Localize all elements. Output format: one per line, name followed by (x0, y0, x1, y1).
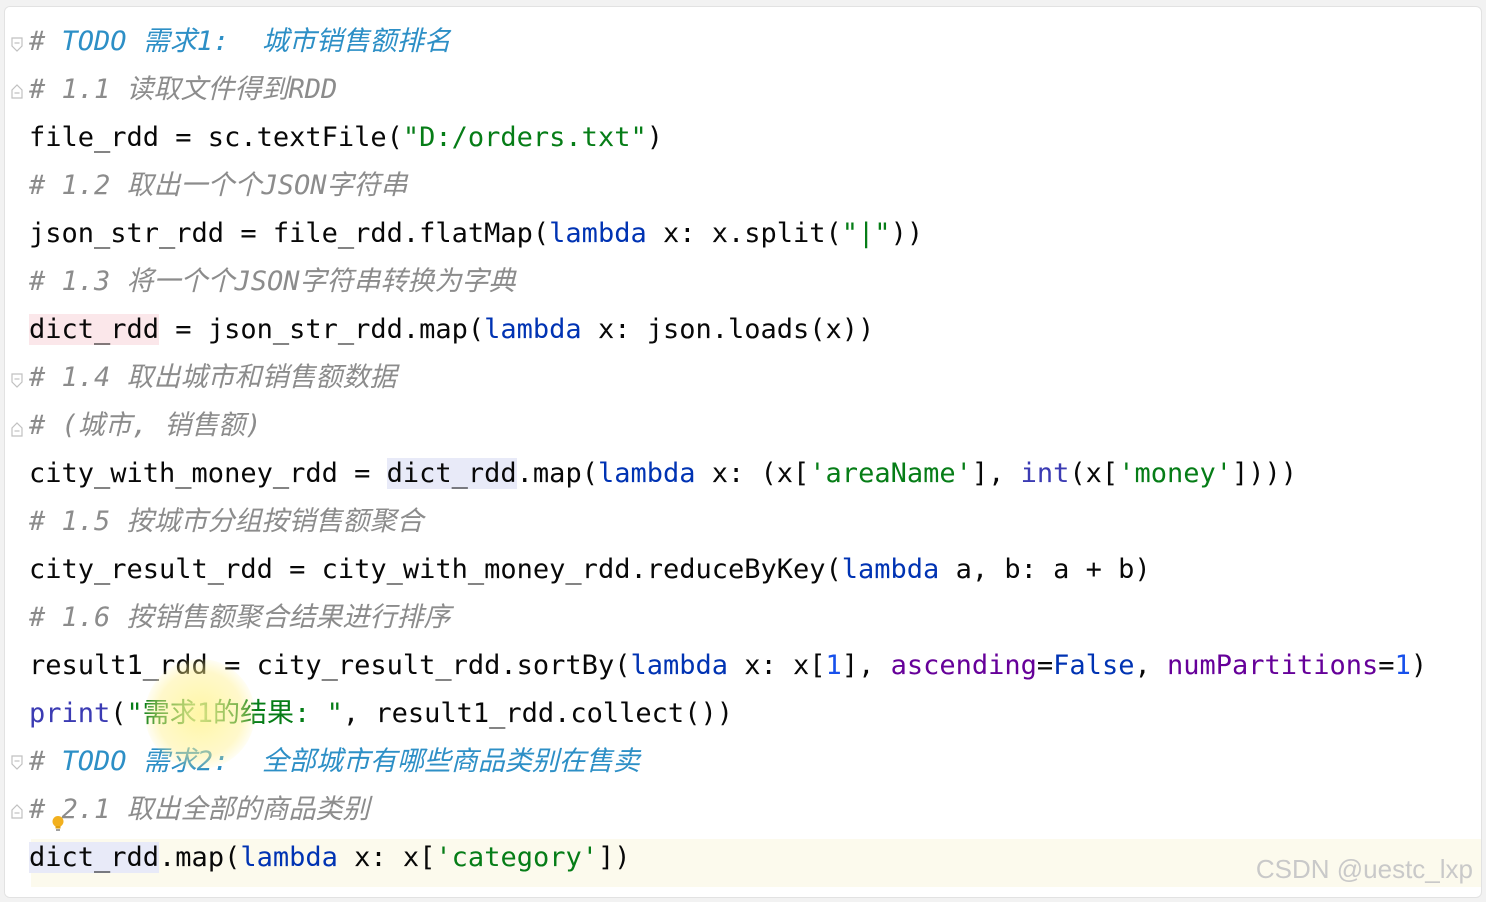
code-token: .map( (159, 842, 241, 873)
code-token: ascending (890, 650, 1037, 681)
code-token: ]))) (1232, 458, 1298, 489)
code-comment-line[interactable]: # 1.3 将一个个JSON字符串转换为字典 (29, 261, 516, 303)
code-token: x: x[ (728, 650, 826, 681)
code-comment-line[interactable]: # 1.2 取出一个个JSON字符串 (29, 165, 408, 207)
code-line[interactable]: json_str_rdd = file_rdd.flatMap(lambda x… (29, 213, 923, 255)
code-token: x: json.loads(x)) (581, 314, 875, 345)
code-comment-line[interactable]: # 1.1 读取文件得到RDD (29, 69, 337, 111)
fold-marker-icon[interactable] (11, 755, 23, 771)
code-token: 'category' (435, 842, 598, 873)
code-token: x: x.split( (646, 218, 842, 249)
code-comment-line[interactable]: # TODO 需求2: 全部城市有哪些商品类别在售卖 (29, 741, 640, 783)
code-line[interactable]: file_rdd = sc.textFile("D:/orders.txt") (29, 117, 663, 159)
code-editor[interactable]: # TODO 需求1: 城市销售额排名 # 1.1 读取文件得到RDD file_r… (4, 6, 1482, 898)
code-token: ]) (597, 842, 631, 873)
watermark: CSDN @uestc_lxp (1255, 854, 1473, 884)
editor-gutter[interactable] (5, 7, 31, 897)
code-token: # 1.4 取出城市和销售额数据 (29, 362, 397, 393)
code-token: # 1.2 取出一个个JSON字符串 (29, 170, 408, 201)
code-token: TODO 需求1: 城市销售额排名 (61, 26, 451, 57)
code-token: = (1036, 650, 1054, 681)
code-token: a, b: a + b) (939, 554, 1151, 585)
code-token: ], (841, 650, 891, 681)
code-token: TODO 需求2: 全部城市有哪些商品类别在售卖 (61, 746, 640, 777)
code-token: 1 (825, 650, 842, 681)
code-token: dict_rdd (386, 458, 517, 489)
code-token: = (1378, 650, 1395, 681)
code-token: ) (1410, 650, 1428, 681)
code-token: ], (971, 458, 1021, 489)
code-token: False (1053, 650, 1135, 681)
fold-marker-icon[interactable] (11, 803, 23, 819)
code-token: file_rdd = sc.textFile( (29, 122, 403, 153)
code-token: , result1_rdd.collect()) (342, 698, 733, 729)
code-area[interactable]: # TODO 需求1: 城市销售额排名 # 1.1 读取文件得到RDD file_r… (29, 7, 1481, 897)
code-token: lambda (841, 554, 940, 585)
code-comment-line[interactable]: # 1.6 按销售额聚合结果进行排序 (29, 597, 451, 639)
code-token: result1_rdd = city_result_rdd.sortBy( (29, 650, 631, 681)
code-token: lambda (549, 218, 647, 249)
code-line[interactable]: dict_rdd = json_str_rdd.map(lambda x: js… (29, 309, 874, 351)
code-token: .map( (516, 458, 598, 489)
code-token: lambda (630, 650, 728, 681)
code-comment-line[interactable]: # 2.1 取出全部的商品类别 (29, 789, 370, 831)
code-token: , (1134, 650, 1167, 681)
code-token: lambda (597, 458, 696, 489)
code-token: = json_str_rdd.map( (159, 314, 485, 345)
fold-marker-icon[interactable] (11, 373, 23, 389)
code-token: # 1.5 按城市分组按销售额聚合 (29, 506, 424, 537)
fold-marker-icon[interactable] (11, 421, 23, 437)
code-token: dict_rdd (29, 314, 160, 345)
code-token: # 1.6 按销售额聚合结果进行排序 (29, 602, 451, 633)
code-token: ( (110, 698, 127, 729)
code-token: x: (x[ (695, 458, 810, 489)
code-token: lambda (240, 842, 338, 873)
code-line[interactable]: city_with_money_rdd = dict_rdd.map(lambd… (29, 453, 1297, 495)
fold-marker-icon[interactable] (11, 37, 23, 53)
code-comment-line[interactable]: # 1.5 按城市分组按销售额聚合 (29, 501, 424, 543)
code-line[interactable]: result1_rdd = city_result_rdd.sortBy(lam… (29, 645, 1427, 687)
code-token: x: x[ (337, 842, 436, 873)
code-token: 'money' (1118, 458, 1232, 489)
current-line-highlight (5, 839, 1481, 887)
code-token: json_str_rdd = file_rdd.flatMap( (29, 218, 550, 249)
code-token: print (29, 698, 111, 729)
code-token: lambda (484, 314, 582, 345)
code-comment-line[interactable]: # TODO 需求1: 城市销售额排名 (29, 21, 451, 63)
code-token: "需求1的结果: " (126, 698, 343, 729)
lightbulb-icon[interactable] (51, 815, 65, 833)
code-line[interactable]: city_result_rdd = city_with_money_rdd.re… (29, 549, 1151, 591)
code-line[interactable]: print("需求1的结果: ", result1_rdd.collect()) (29, 693, 733, 735)
code-token: # (29, 26, 62, 57)
code-token: # (29, 746, 62, 777)
code-token: # 1.1 读取文件得到RDD (29, 74, 338, 105)
code-token: "D:/orders.txt" (402, 122, 647, 153)
code-comment-line[interactable]: # (城市, 销售额) (29, 405, 262, 447)
code-token: )) (890, 218, 924, 249)
code-token: (x[ (1069, 458, 1119, 489)
code-token: ) (646, 122, 663, 153)
code-comment-line[interactable]: # 1.4 取出城市和销售额数据 (29, 357, 397, 399)
code-token: int (1020, 458, 1070, 489)
code-token: city_result_rdd = city_with_money_rdd.re… (29, 554, 842, 585)
code-token: # 2.1 取出全部的商品类别 (29, 794, 370, 825)
code-token: # (城市, 销售额) (29, 410, 262, 441)
fold-marker-icon[interactable] (11, 83, 23, 99)
code-token: numPartitions (1166, 650, 1379, 681)
code-token: 1 (1394, 650, 1411, 681)
code-token: # 1.3 将一个个JSON字符串转换为字典 (29, 266, 516, 297)
code-token: "|" (841, 218, 891, 249)
code-token: city_with_money_rdd = (29, 458, 387, 489)
code-token: dict_rdd (29, 842, 160, 873)
code-token: 'areaName' (809, 458, 972, 489)
code-line[interactable]: dict_rdd.map(lambda x: x['category']) (29, 837, 631, 879)
